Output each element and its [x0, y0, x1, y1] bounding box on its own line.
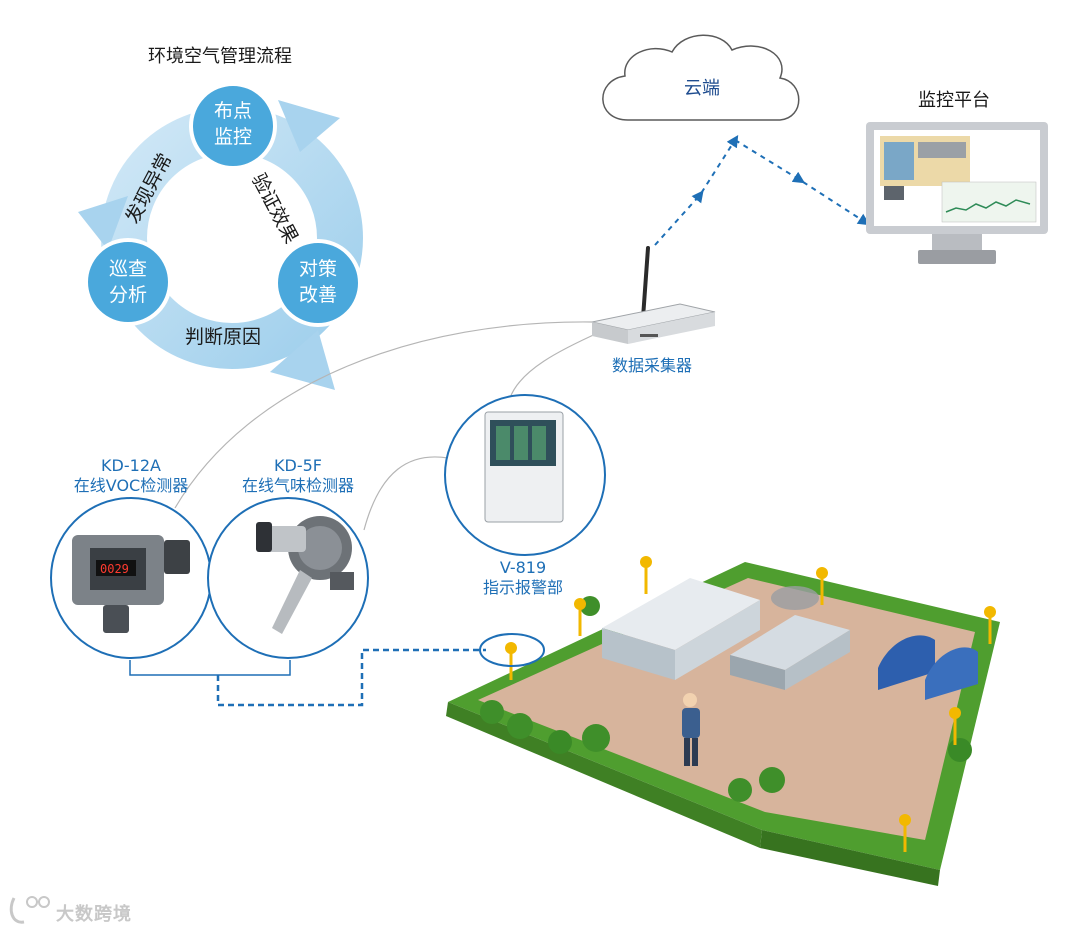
watermark-text: 大数跨境	[56, 904, 132, 925]
collector-label: 数据采集器	[612, 356, 693, 375]
stage-circle-monitor	[189, 82, 277, 170]
cycle-title: 环境空气管理流程	[148, 46, 292, 67]
watermark-logo	[9, 896, 50, 924]
device-label-v819: V-819 指示报警部	[468, 558, 578, 598]
line-kd12a-collector	[174, 321, 593, 509]
stage-label-monitor: 布点 监控	[203, 98, 263, 150]
stage-improve-text: 对策 改善	[298, 258, 337, 306]
management-cycle	[78, 82, 363, 390]
device-label-kd5f: KD-5F 在线气味检测器	[228, 456, 368, 496]
connection-lines	[129, 134, 871, 707]
arrow-label-cause: 判断原因	[185, 326, 262, 348]
device-model-kd5f: KD-5F	[274, 456, 322, 475]
line-kd5f-alarm	[363, 456, 449, 531]
cloud-label: 云端	[684, 78, 720, 99]
line-alarm-collector	[509, 331, 601, 399]
downlink-monitor	[734, 139, 871, 226]
sensor-bracket	[129, 660, 291, 676]
device-kd5f	[207, 497, 369, 659]
uplink-cloud	[654, 134, 739, 246]
device-v819	[444, 394, 606, 556]
data-collector-icon	[591, 246, 716, 344]
cycle-arrowhead-2	[270, 330, 335, 390]
stage-label-improve: 对策 改善	[288, 256, 348, 308]
line-sensor-site	[216, 648, 486, 707]
device-display-text: 0029	[100, 562, 129, 576]
device-name-kd5f: 在线气味检测器	[241, 476, 354, 495]
stage-circle-improve	[274, 239, 362, 327]
worker-figure	[682, 693, 700, 766]
device-model-kd12a: KD-12A	[101, 456, 161, 475]
stage-circle-analyze	[84, 238, 172, 326]
monitor-icon	[866, 122, 1048, 264]
factory-site	[446, 556, 1000, 886]
cycle-arrowhead-3	[78, 196, 128, 250]
monitor-label: 监控平台	[918, 90, 990, 111]
device-name-v819: 指示报警部	[482, 578, 563, 597]
device-name-kd12a: 在线VOC检测器	[73, 476, 189, 495]
stage-monitor-text: 布点 监控	[213, 100, 252, 148]
stage-label-analyze: 巡查 分析	[98, 256, 158, 308]
device-label-kd12a: KD-12A 在线VOC检测器	[58, 456, 204, 496]
stage-analyze-text: 巡查 分析	[108, 258, 147, 306]
device-kd12a: 0029	[50, 497, 212, 659]
highlighted-sensor-ring	[479, 633, 545, 667]
cycle-arrowhead-1	[278, 100, 340, 152]
cloud-icon	[602, 34, 800, 121]
device-model-v819: V-819	[499, 558, 547, 577]
